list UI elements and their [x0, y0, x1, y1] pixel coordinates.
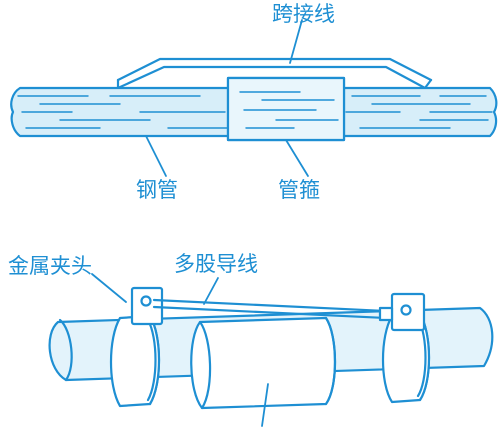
leader-coupling: [285, 139, 309, 177]
label-metal-clamp: 金属夹头: [8, 254, 92, 278]
jumper-wire: [116, 65, 427, 90]
steel-pipe-left: [10, 86, 234, 138]
center-coupling: [190, 316, 337, 410]
left-metal-clamp: [109, 286, 164, 408]
right-metal-clamp: [381, 292, 431, 404]
top-pipe-assembly: [10, 19, 498, 177]
leader-steel-pipe: [145, 135, 167, 177]
label-stranded-wire: 多股导线: [174, 252, 258, 276]
leader-stranded-wire: [203, 277, 219, 305]
label-pipe-hoop: 管箍: [278, 178, 320, 202]
label-jumper-wire: 跨接线: [272, 2, 335, 26]
label-steel-pipe: 钢管: [136, 178, 178, 202]
leader-bottom-coupling: [261, 383, 269, 427]
pipe-hatching: [17, 95, 493, 129]
stranded-wire: [152, 305, 388, 320]
leader-jumper: [289, 19, 303, 64]
bottom-pipe-assembly: [48, 273, 494, 427]
steel-pipe-right: [338, 86, 498, 138]
leader-metal-clamp: [91, 273, 127, 303]
